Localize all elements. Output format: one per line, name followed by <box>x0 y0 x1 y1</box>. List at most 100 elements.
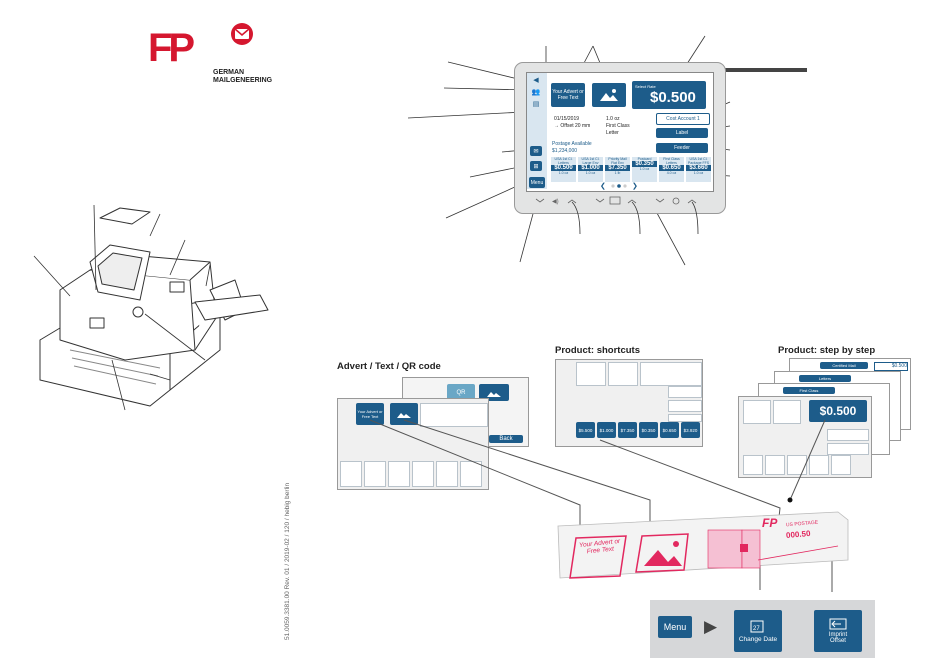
shortcut-title: First Class Letters <box>663 157 680 165</box>
shortcut-tile[interactable]: USA 1st Cl. Package FFS $3.660 1.0 oz <box>686 157 711 182</box>
tile <box>460 461 482 487</box>
shortcut-panel: $5.500 $1.000 $7.350 $0.350 $0.650 $3.92… <box>555 359 703 447</box>
mini-shortcut[interactable]: $5.500 <box>576 422 595 438</box>
label-button[interactable]: Label <box>656 128 708 138</box>
imprint-offset-button[interactable]: Imprint Offset <box>814 610 862 652</box>
shortcut-weight: 1.0 oz <box>693 171 704 175</box>
mini-shortcut[interactable]: $3.920 <box>681 422 700 438</box>
shortcut-weight: 4.0 oz <box>666 171 677 175</box>
cost-account-label: Cost Account 1 <box>666 116 700 122</box>
footer-code: 51.0059.3381.00 Rev. 01 / 2019-02 / 120 … <box>284 482 291 640</box>
picture-icon <box>397 413 411 418</box>
fp-logo-subtitle: GERMAN MAILGENEERING <box>213 69 272 85</box>
shortcut-value: $0.500 <box>551 165 576 171</box>
image-front-button[interactable] <box>390 403 418 425</box>
change-date-button[interactable]: 27 Change Date <box>734 610 782 652</box>
shortcut-title: Priority Mail Flat Env <box>608 157 627 165</box>
reports-icon[interactable]: ▤ <box>532 101 540 108</box>
logo-line1: GERMAN <box>213 69 245 76</box>
mini-shortcut[interactable]: $0.650 <box>660 422 679 438</box>
cost-account-button[interactable]: Cost Account 1 <box>656 113 710 125</box>
shortcut-title: USA 1st Cl. Large Env <box>581 157 600 165</box>
tile <box>340 461 362 487</box>
message-icon[interactable]: ✉ <box>530 146 542 156</box>
pager-dots[interactable]: ❮ ❯ <box>600 182 640 190</box>
shortcut-value: $0.350 <box>632 161 657 167</box>
shortcut-tile[interactable]: First Class Letters $0.650 4.0 oz <box>659 157 684 182</box>
calendar-icon: 27 <box>750 620 764 633</box>
class-text: First Class <box>606 123 630 129</box>
volume-icon[interactable]: ◀ <box>533 77 539 84</box>
letters-label[interactable]: Letters <box>799 375 851 382</box>
qr-button[interactable]: QR <box>447 384 475 401</box>
shortcut-weight: 1.0 oz <box>639 167 650 171</box>
image-button-back[interactable] <box>479 384 509 401</box>
tile <box>743 455 763 475</box>
tile <box>364 461 386 487</box>
tile <box>809 455 829 475</box>
step-postage[interactable]: $0.500 <box>809 400 867 422</box>
shortcut-row: USA 1st Cl. Letters $0.500 1.0 oz USA 1s… <box>551 157 711 182</box>
shortcut-weight: 1 lb <box>614 171 621 175</box>
shortcut-weight: 1.0 oz <box>585 171 596 175</box>
shortcut-tile[interactable]: USA 1st Cl. Letters $0.500 1.0 oz <box>551 157 576 182</box>
users-icon[interactable]: 👥 <box>531 89 541 96</box>
tile <box>765 455 785 475</box>
menu-bar-menu[interactable]: Menu <box>658 616 692 638</box>
tile <box>787 455 807 475</box>
advert-panel-front: Your Advert or Free Text <box>337 398 489 490</box>
mini-shortcut[interactable]: $1.000 <box>597 422 616 438</box>
postage-value: $0.500 <box>650 89 696 106</box>
tile <box>576 362 606 386</box>
envelope-strip <box>557 511 849 579</box>
tile <box>668 414 702 422</box>
shortcut-title: USA 1st Cl. Letters <box>554 157 573 165</box>
shortcut-value: $3.660 <box>686 165 711 171</box>
select-rate-label: Select Rate <box>635 84 656 89</box>
tile <box>388 461 410 487</box>
shortcut-weight: 1.0 oz <box>558 171 569 175</box>
logo-line2: MAILGENEERING <box>213 77 273 84</box>
shortcut-title: Postcard <box>637 157 652 161</box>
offset-text: → Offset 20 mm <box>554 123 591 129</box>
heading-step: Product: step by step <box>778 345 876 356</box>
tile <box>831 455 851 475</box>
mini-shortcut[interactable]: $7.350 <box>618 422 637 438</box>
screen-sidebar <box>527 73 547 189</box>
back-label: Back <box>499 436 513 442</box>
change-date-label: Change Date <box>738 636 778 643</box>
blank-area <box>420 403 488 427</box>
shortcut-tile[interactable]: Priority Mail Flat Env $7.350 1 lb <box>605 157 630 182</box>
fp-logo-letters: FP <box>148 26 195 70</box>
first-class-label[interactable]: First Class <box>783 387 835 394</box>
svg-text:❮: ❮ <box>600 182 606 190</box>
shortcut-value: $7.350 <box>605 165 630 171</box>
svg-text:◀): ◀) <box>552 199 559 205</box>
offset-icon <box>829 618 847 630</box>
image-button[interactable] <box>592 83 626 107</box>
tile <box>668 400 702 412</box>
tile <box>608 362 638 386</box>
feeder-button[interactable]: Feeder <box>656 143 708 153</box>
certified-label[interactable]: Certified Mail <box>820 362 868 369</box>
rate-display[interactable]: Select Rate $0.500 <box>632 81 706 109</box>
layer1-value: $0.500 <box>874 362 908 371</box>
tile <box>668 386 702 398</box>
hardware-callouts <box>571 201 699 235</box>
mini-shortcut[interactable]: $0.350 <box>639 422 658 438</box>
shortcut-title: USA 1st Cl. Package FFS <box>687 157 710 165</box>
menu-button[interactable]: Menu <box>529 177 545 188</box>
envelope-icon <box>231 23 253 45</box>
heading-shortcuts: Product: shortcuts <box>555 345 640 356</box>
stylus <box>722 68 807 72</box>
shortcut-tile[interactable]: USA 1st Cl. Large Env $1.000 1.0 oz <box>578 157 603 182</box>
cart-icon[interactable]: ⊞ <box>530 161 542 171</box>
advert-button[interactable]: Your Advert or Free Text <box>551 83 585 107</box>
advert-front-button[interactable]: Your Advert or Free Text <box>356 403 384 425</box>
back-button[interactable]: Back <box>489 435 523 443</box>
svg-text:❯: ❯ <box>632 182 638 190</box>
hardware-buttons[interactable]: ◀) <box>532 195 712 209</box>
shortcut-tile[interactable]: Postcard $0.350 1.0 oz <box>632 157 657 182</box>
tile <box>640 362 702 386</box>
picture-icon <box>487 391 501 397</box>
